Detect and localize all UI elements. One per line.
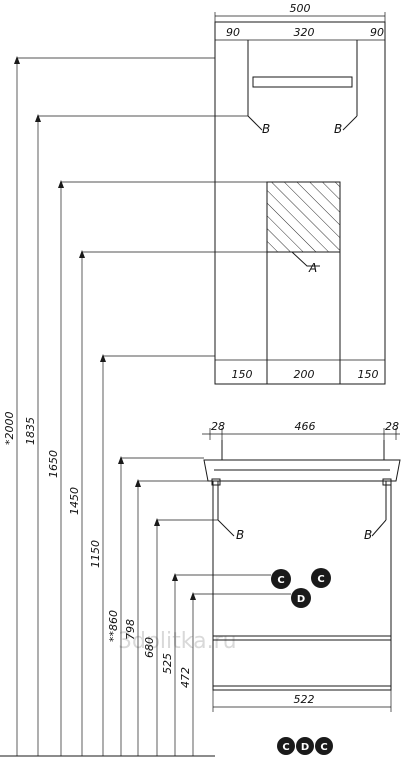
svg-text:D: D: [297, 594, 305, 605]
height-1835: 1835: [24, 417, 37, 445]
cabinet-body: [212, 480, 392, 691]
height-680: 680: [143, 637, 156, 658]
label-a: A: [308, 261, 317, 275]
dim-150-right: 150: [358, 368, 379, 381]
legend-marker-d: D: [296, 737, 314, 755]
sink-top: [203, 459, 401, 482]
label-b-mirror-left: B: [262, 122, 270, 136]
height-860: **860: [107, 610, 120, 642]
label-b-cabinet-left: B: [236, 528, 244, 542]
mirror-light: [252, 76, 353, 88]
marker-c-right: C: [311, 568, 331, 588]
socket-zone-a: [266, 181, 341, 253]
height-2000: *2000: [3, 412, 16, 446]
dim-522: 522: [294, 693, 315, 706]
dim-28-right: 28: [385, 420, 399, 433]
svg-text:C: C: [320, 742, 327, 753]
label-b-cabinet-right: B: [364, 528, 372, 542]
marker-d: D: [291, 588, 311, 608]
height-dimensions: *2000 1835 1650 1450 1150 **860 798: [0, 56, 291, 757]
height-1150: 1150: [89, 540, 102, 568]
svg-text:C: C: [282, 742, 289, 753]
svg-text:C: C: [277, 575, 284, 586]
dim-90-right: 90: [370, 26, 384, 39]
dim-200: 200: [294, 368, 315, 381]
mirror-view: 500 90 320 90 B B A 150 200 150: [214, 2, 386, 385]
svg-text:D: D: [301, 742, 309, 753]
legend-markers: C D C: [277, 737, 333, 755]
height-1450: 1450: [68, 487, 81, 515]
legend-marker-c-left: C: [277, 737, 295, 755]
dim-320: 320: [294, 26, 315, 39]
height-798: 798: [124, 619, 137, 640]
mirror-outline: [214, 21, 386, 385]
height-1650: 1650: [47, 450, 60, 478]
dim-466: 466: [295, 420, 316, 433]
legend-marker-c-right: C: [315, 737, 333, 755]
height-472: 472: [179, 667, 192, 688]
dim-90-left: 90: [226, 26, 240, 39]
marker-c-left: C: [271, 569, 291, 589]
svg-text:C: C: [317, 574, 324, 585]
dim-500: 500: [290, 2, 311, 15]
dim-28-left: 28: [211, 420, 225, 433]
dim-150-left: 150: [232, 368, 253, 381]
cabinet-view: 28 466 28 B B C C D: [202, 420, 401, 712]
label-b-mirror-right: B: [334, 122, 342, 136]
height-525: 525: [161, 653, 174, 674]
